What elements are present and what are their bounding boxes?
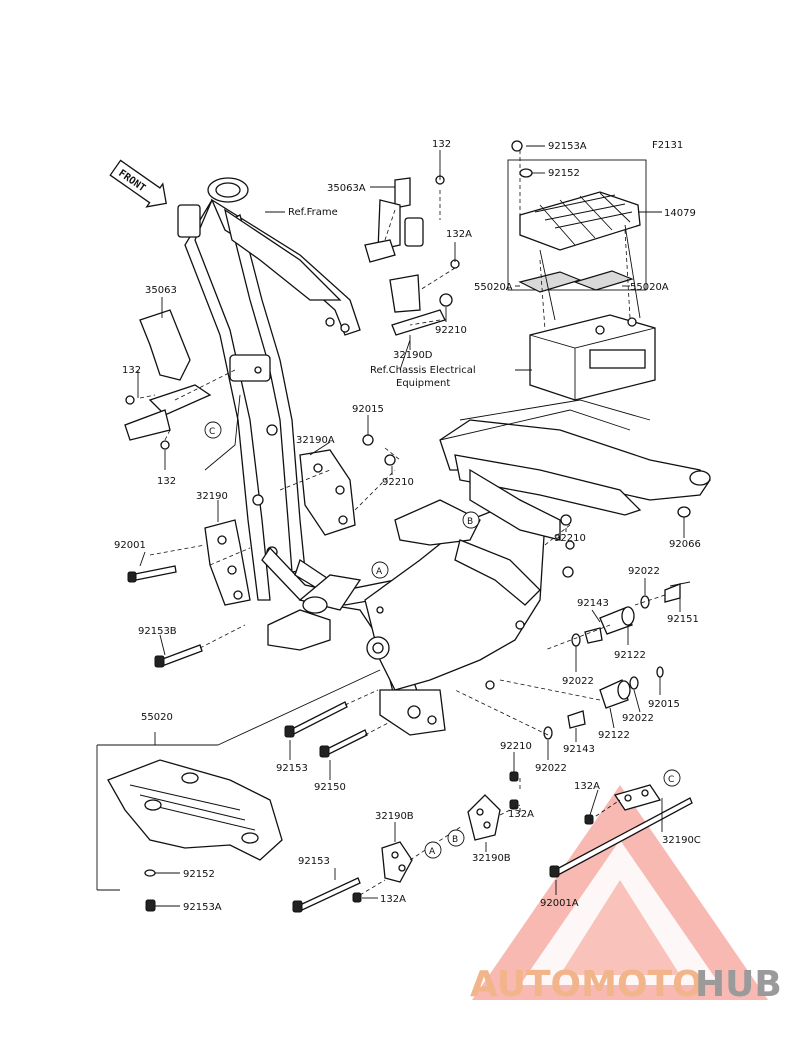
watermark-part2: HUB bbox=[695, 964, 782, 1005]
callout-35063: 35063 bbox=[145, 285, 177, 296]
callout-92122: 92122 bbox=[598, 730, 630, 741]
callout-92153: 92153 bbox=[276, 763, 308, 774]
callout-14079: 14079 bbox=[664, 208, 696, 219]
callout-92210: 92210 bbox=[500, 741, 532, 752]
ref-letter-b: B bbox=[467, 517, 473, 527]
battery-area bbox=[507, 140, 656, 401]
main-frame bbox=[177, 177, 711, 736]
ref-letter-a: A bbox=[376, 567, 383, 577]
callout-92022: 92022 bbox=[562, 676, 594, 687]
battery-bracket bbox=[364, 175, 460, 336]
callout-ref-frame: Ref.Frame bbox=[288, 207, 338, 218]
callout-92022: 92022 bbox=[535, 763, 567, 774]
ref-letter-b: B bbox=[452, 835, 458, 845]
callout-35063A: 35063A bbox=[327, 183, 366, 194]
callout-92153A: 92153A bbox=[183, 902, 222, 913]
watermark-part1: AUTOMOTO bbox=[470, 964, 703, 1005]
callout-32190A: 32190A bbox=[296, 435, 335, 446]
callout-132A: 132A bbox=[380, 894, 406, 905]
callout-32190D: 32190D bbox=[393, 350, 433, 361]
ref-letter-c: C bbox=[209, 427, 215, 437]
ref-letter-a: A bbox=[429, 847, 436, 857]
ref-letter-c: C bbox=[668, 775, 674, 785]
callout-92015: 92015 bbox=[648, 699, 680, 710]
callout-92210: 92210 bbox=[435, 325, 467, 336]
callout-32190C: 32190C bbox=[662, 835, 701, 846]
callout-55020A: 55020A bbox=[474, 282, 513, 293]
spacers-and-bolts bbox=[543, 506, 691, 740]
callout-92153A: 92153A bbox=[548, 141, 587, 152]
diagram-code: F2131 bbox=[652, 140, 683, 151]
callout-92152: 92152 bbox=[548, 168, 580, 179]
callout-ref-chassis-2: Equipment bbox=[396, 378, 450, 389]
callout-92210: 92210 bbox=[554, 533, 586, 544]
ref-circle-b-frame: B bbox=[462, 511, 480, 529]
callout-92152: 92152 bbox=[183, 869, 215, 880]
callout-32190B: 32190B bbox=[472, 853, 511, 864]
callout-132: 132 bbox=[157, 476, 176, 487]
callout-132A: 132A bbox=[508, 809, 534, 820]
watermark-text: AUTOMOTO HUB bbox=[470, 964, 782, 1005]
skid-plate bbox=[96, 744, 283, 912]
ref-circle-a-bottom: A bbox=[424, 841, 442, 859]
bracket-35063 bbox=[124, 309, 212, 450]
ref-circle-b-bottom: B bbox=[447, 829, 465, 847]
ref-circle-c-left: C bbox=[204, 421, 222, 439]
callout-92153B: 92153B bbox=[138, 626, 177, 637]
callout-32190B: 32190B bbox=[375, 811, 414, 822]
engine-mount-plates bbox=[127, 434, 396, 668]
callout-92022: 92022 bbox=[622, 713, 654, 724]
callout-92210: 92210 bbox=[382, 477, 414, 488]
callout-92066: 92066 bbox=[669, 539, 701, 550]
callout-132A: 132A bbox=[446, 229, 472, 240]
callout-92122: 92122 bbox=[614, 650, 646, 661]
callout-132: 132 bbox=[122, 365, 141, 376]
ref-circle-c-right: C bbox=[663, 769, 681, 787]
callout-ref-chassis: Ref.Chassis Electrical bbox=[370, 365, 476, 376]
callout-92151: 92151 bbox=[667, 614, 699, 625]
callout-132A: 132A bbox=[574, 781, 600, 792]
callout-92143: 92143 bbox=[577, 598, 609, 609]
callout-92153: 92153 bbox=[298, 856, 330, 867]
callout-55020A: 55020A bbox=[630, 282, 669, 293]
ref-circle-a-frame: A bbox=[371, 561, 389, 579]
bracket-32190BC bbox=[381, 784, 662, 883]
callout-132: 132 bbox=[432, 139, 451, 150]
callout-92143: 92143 bbox=[563, 744, 595, 755]
callout-92001A: 92001A bbox=[540, 898, 579, 909]
callout-92022: 92022 bbox=[628, 566, 660, 577]
watermark-logo-icon bbox=[472, 785, 768, 1000]
callout-32190: 32190 bbox=[196, 491, 228, 502]
long-bolts bbox=[284, 701, 693, 913]
dashed-guides bbox=[139, 150, 666, 896]
callout-55020: 55020 bbox=[141, 712, 173, 723]
callout-labels: F2131 132 35063A Ref.Frame 132A 92153A 9… bbox=[114, 139, 701, 913]
callout-92001: 92001 bbox=[114, 540, 146, 551]
callout-92150: 92150 bbox=[314, 782, 346, 793]
front-arrow-icon: FRONT bbox=[109, 159, 167, 208]
callout-92015: 92015 bbox=[352, 404, 384, 415]
leader-lines bbox=[137, 145, 685, 907]
